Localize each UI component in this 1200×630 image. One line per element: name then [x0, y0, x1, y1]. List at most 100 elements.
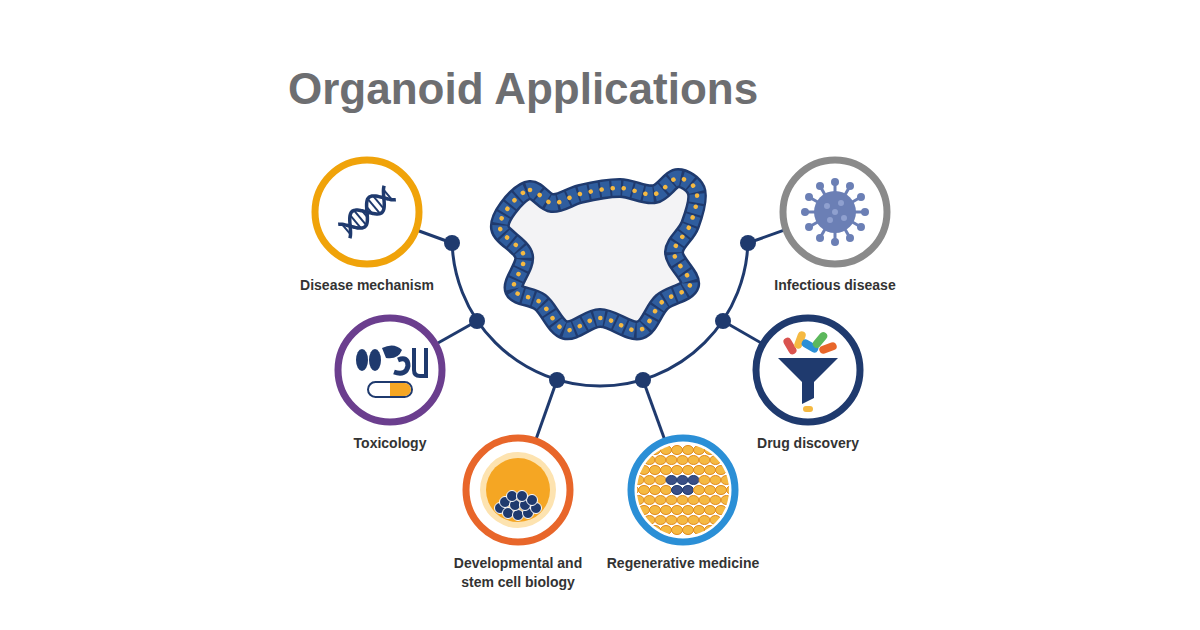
tissue-cell: [688, 476, 699, 485]
application-label: Disease mechanism: [265, 276, 469, 295]
tissue-cell: [699, 516, 710, 525]
tissue-cell: [628, 506, 639, 515]
tissue-cell: [738, 526, 742, 535]
application-node: Infectious disease: [733, 154, 937, 295]
tissue-cell: [672, 486, 683, 495]
zona: [480, 452, 556, 528]
tissue-cell: [666, 496, 677, 505]
tissue-cell: [650, 526, 661, 535]
hub-dot: [469, 313, 485, 329]
tissue-cell: [683, 486, 694, 495]
dna-rung: [362, 211, 367, 217]
tissue-cell: [732, 456, 741, 465]
inner-cell: [527, 495, 538, 506]
virus-knob: [805, 193, 813, 201]
tissue-cell: [716, 526, 727, 535]
virus-knob: [857, 223, 865, 231]
tissue-cell: [655, 516, 666, 525]
organoid-outline: [500, 178, 697, 330]
application-label: Developmental and stem cell biology: [441, 554, 595, 592]
icon-ring: [338, 318, 442, 422]
embryo-icon: [480, 452, 556, 528]
tissue-cell: [683, 526, 694, 535]
tissue-cell: [661, 526, 672, 535]
inner-cell: [513, 510, 524, 521]
tissue-cell: [633, 496, 644, 505]
tissue-cell: [655, 456, 666, 465]
hub-dot: [549, 372, 565, 388]
application-node: Developmental and stem cell biology: [441, 432, 595, 592]
application-label: Toxicology: [288, 434, 492, 453]
tissue-cell: [705, 526, 716, 535]
dna-rung: [373, 196, 384, 209]
organs-icon: [356, 345, 426, 397]
tissue-cell: [650, 466, 661, 475]
virus-spot: [841, 215, 847, 221]
application-node: Regenerative medicine: [581, 432, 785, 573]
virus-knob: [801, 208, 809, 216]
icon-ring: [783, 160, 887, 264]
tissue-cell: [677, 476, 688, 485]
virus-knob: [831, 178, 839, 186]
tissue-cell: [628, 466, 639, 475]
tissue-cell: [727, 526, 738, 535]
tissue-cell: [661, 506, 672, 515]
icon-circle: [332, 312, 448, 428]
organoid-nuclei: [500, 178, 697, 330]
lung: [356, 349, 368, 371]
tissue-cell: [705, 486, 716, 495]
dna-strand: [338, 185, 397, 239]
hub-dot: [715, 313, 731, 329]
virus-knob: [805, 223, 813, 231]
virus-knob: [857, 193, 865, 201]
tissue-cell: [716, 446, 727, 455]
tissue-cell: [644, 456, 655, 465]
tissue-cell: [727, 486, 738, 495]
tissue-cell: [721, 496, 732, 505]
virus-knob: [861, 208, 869, 216]
tissue-cell: [633, 456, 644, 465]
tissue-cell: [672, 466, 683, 475]
tissue-cell: [672, 506, 683, 515]
tissue-cell: [738, 506, 742, 515]
capsule-half: [390, 383, 411, 396]
tissue-cell: [699, 456, 710, 465]
funnel-icon: [778, 330, 838, 412]
tissue-cell: [661, 486, 672, 495]
application-node: Toxicology: [288, 312, 492, 453]
tissue-cell: [716, 466, 727, 475]
tissue-cell: [721, 476, 732, 485]
tissue-cell: [683, 446, 694, 455]
tissue-cell: [650, 446, 661, 455]
funnel: [778, 358, 838, 404]
tissue-cell: [738, 486, 742, 495]
tissue-cell: [677, 496, 688, 505]
tissue-cell: [727, 466, 738, 475]
application-label: Drug discovery: [706, 434, 910, 453]
tissue-cell: [650, 486, 661, 495]
tissue-cell: [727, 446, 738, 455]
tissue-cell: [677, 456, 688, 465]
application-label: Regenerative medicine: [581, 554, 785, 573]
stomach: [394, 359, 408, 373]
tissue-cell: [672, 526, 683, 535]
tissue-cell: [721, 516, 732, 525]
tissue-cell: [666, 516, 677, 525]
tissue-cell: [710, 456, 721, 465]
organoid-cells: [500, 178, 697, 330]
pill: [818, 341, 838, 355]
tissue-icon: [628, 446, 742, 535]
tissue-cell: [633, 516, 644, 525]
virus-knob: [816, 234, 824, 242]
icon-circle: [460, 432, 576, 548]
tissue-cell: [716, 506, 727, 515]
tissue-cell: [732, 516, 741, 525]
tissue-cell: [639, 506, 650, 515]
tissue-cell: [628, 526, 639, 535]
tissue-cell: [694, 466, 705, 475]
tissue-cell: [694, 486, 705, 495]
tissue-cell: [705, 446, 716, 455]
virus-knob: [846, 234, 854, 242]
tissue-cell: [672, 446, 683, 455]
tissue-cell: [677, 516, 688, 525]
